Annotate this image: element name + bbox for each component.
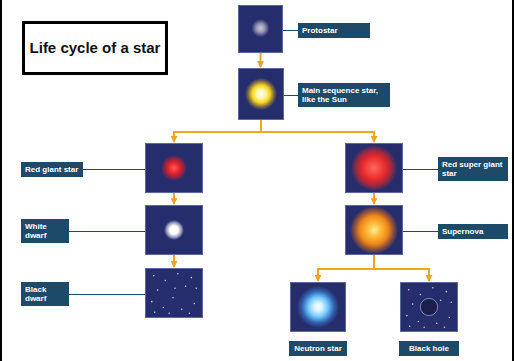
label-tag: Red super giant star: [438, 157, 508, 181]
star-dot: [194, 303, 196, 305]
leader-line: [69, 294, 145, 295]
label-text: White dwarf: [25, 222, 65, 240]
star-dot: [450, 301, 452, 303]
star-dot: [157, 289, 159, 291]
star-field: [401, 283, 457, 331]
label-tag: Protostar: [298, 23, 370, 38]
label-tag: Supernova: [438, 224, 508, 239]
flow-arrow: [260, 53, 262, 67]
title-text: Life cycle of a star: [30, 39, 161, 57]
star-dot: [174, 287, 176, 289]
star-dot: [423, 326, 425, 328]
label-text: Main sequence star, like the Sun: [302, 86, 386, 104]
label-tag: White dwarf: [21, 219, 69, 243]
star-image-box: Black dwarf: [145, 268, 203, 318]
star-dot: [163, 307, 165, 309]
star-dot: [177, 273, 179, 275]
star-dot: [406, 315, 408, 317]
star-dot: [172, 297, 174, 299]
star-dot: [444, 326, 446, 328]
star-dot: [151, 301, 153, 303]
star-image-box: Supernova: [345, 205, 403, 255]
flow-arrow: [261, 120, 374, 142]
star-dot: [408, 289, 410, 291]
label-text: Red giant star: [25, 165, 79, 174]
label-text: Black dwarf: [25, 285, 65, 303]
label-tag: Black hole: [399, 341, 459, 356]
leader-line: [283, 30, 298, 31]
leader-line: [284, 95, 298, 96]
label-text: Supernova: [442, 227, 504, 236]
star-dot: [191, 277, 193, 279]
label-tag: Red giant star: [21, 162, 83, 177]
flow-arrow: [173, 193, 175, 204]
star-dot: [420, 294, 422, 296]
leader-line: [83, 169, 145, 170]
star-dot: [446, 291, 448, 293]
star-dot: [195, 287, 197, 289]
star-dot: [168, 312, 170, 314]
star-image-box: Protostar: [238, 5, 283, 53]
label-tag: Main sequence star, like the Sun: [298, 83, 390, 107]
label-text: Black hole: [403, 344, 455, 353]
star-dot: [153, 275, 155, 277]
star-dot: [412, 303, 414, 305]
star-field: [146, 269, 202, 317]
flow-arrow: [373, 193, 375, 204]
star-image-box: Red giant star: [145, 143, 203, 193]
star-image-box: Black hole: [400, 282, 458, 332]
label-text: Protostar: [302, 26, 366, 35]
star-image-box: White dwarf: [145, 205, 203, 255]
star-dot: [432, 287, 434, 289]
label-text: Red super giant star: [442, 160, 504, 178]
star-dot: [440, 300, 442, 302]
star-dot: [189, 312, 191, 314]
star-dot: [181, 309, 183, 311]
leader-line: [403, 169, 438, 170]
title-box: Life cycle of a star: [22, 21, 168, 75]
label-text: Neutron star: [293, 344, 343, 353]
star-dot: [409, 325, 411, 327]
star-image-box: Neutron star: [290, 282, 346, 332]
star-dot: [436, 323, 438, 325]
star-dot: [185, 286, 187, 288]
leader-line: [69, 231, 145, 232]
star-dot: [449, 317, 451, 319]
leader-line: [403, 231, 438, 232]
star-image-box: Red super giant star: [345, 143, 403, 193]
flow-arrow: [374, 255, 429, 281]
flow-arrow: [173, 255, 175, 267]
star-dot: [165, 280, 167, 282]
flow-arrow: [318, 255, 374, 281]
star-dot: [154, 311, 156, 313]
flow-arrow: [174, 120, 261, 142]
black-hole-ring: [420, 298, 437, 315]
star-image-box: Main sequence star, like the Sun: [238, 68, 284, 120]
star-dot: [418, 321, 420, 323]
label-tag: Black dwarf: [21, 282, 69, 306]
label-tag: Neutron star: [289, 341, 347, 356]
